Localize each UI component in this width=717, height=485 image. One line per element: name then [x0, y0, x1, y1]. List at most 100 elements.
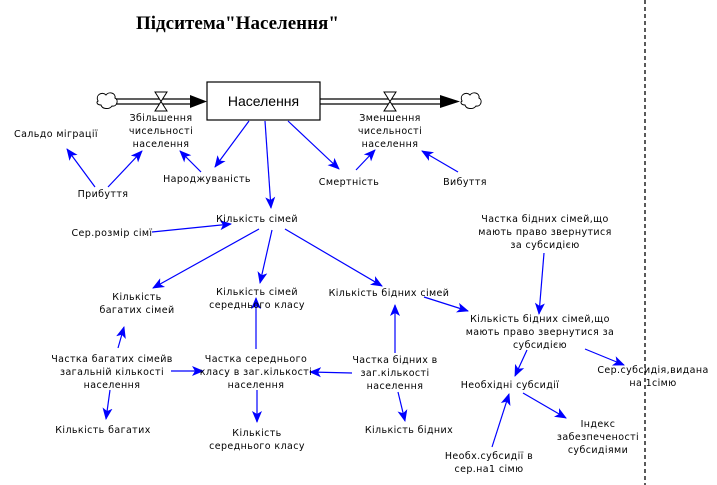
inflow-pipe[interactable]	[96, 91, 207, 112]
variable-kilkist-bidnykh[interactable]: Кількість бідних	[365, 425, 453, 436]
variable-label-line: Зменшення	[359, 113, 421, 124]
variable-label-line: населення	[367, 381, 424, 392]
variable-kilkist-bahatykh[interactable]: Кількість багатих	[55, 425, 150, 436]
causal-links	[66, 120, 625, 448]
variable-smertnist[interactable]: Смертність	[319, 177, 379, 188]
outflow-valve-icon[interactable]	[383, 91, 397, 112]
link-stock-to-narodzhuvanist[interactable]	[214, 120, 250, 168]
link-chastka-bahatykh-to-kilkist-bahatykh[interactable]	[102, 389, 113, 420]
sink-cloud-icon	[460, 92, 482, 109]
link-kilkist-simei-to-kilkist-bahatykh-simei[interactable]	[152, 228, 260, 289]
variable-label-line: Сер.субсидія,видана	[597, 365, 708, 376]
variable-label-line: Смертність	[319, 177, 379, 188]
variable-label-line: Частка бідних в	[352, 355, 437, 366]
variable-label-line: середнього класу	[209, 300, 305, 311]
variable-label-line: Кількість сімей	[216, 214, 298, 225]
link-stock-to-kilkist-simei[interactable]	[264, 120, 276, 209]
variable-label-line: населення	[228, 380, 285, 391]
variable-narodzhuvanist[interactable]: Народжуваність	[163, 174, 251, 185]
variable-label-line: Необхідні субсидії	[461, 380, 560, 391]
variable-label-line: сер.на1 сімю	[454, 464, 523, 475]
link-prybuttia-to-inflow[interactable]	[107, 150, 143, 188]
variable-label-line: Кількість бідних	[365, 425, 453, 436]
link-neobkh-na-simiu-to-neobkhidni-subsydii[interactable]	[491, 393, 511, 448]
link-neobkhidni-subsydii-to-indeks[interactable]	[522, 392, 567, 419]
diagram-title: Підситема"Населення"	[136, 13, 339, 34]
variable-chastka-bidnykh[interactable]: Частка бідних в заг.кількості населення	[352, 355, 437, 392]
link-chastka-bidnykh-to-chastka-serednoho[interactable]	[309, 367, 353, 378]
variable-vybuttia[interactable]: Вибуття	[443, 177, 487, 188]
variable-neobkhidni-subsydii[interactable]: Необхідні субсидії	[461, 380, 560, 391]
variable-prybuttia[interactable]: Прибуття	[78, 189, 129, 200]
variable-label-line: Прибуття	[78, 189, 129, 200]
link-stock-to-smertnist[interactable]	[287, 120, 340, 170]
variable-label-line: Кількість бідних сімей,що	[470, 314, 610, 325]
link-narodzhuvanist-to-inflow[interactable]	[179, 150, 202, 173]
variable-label-line: населення	[133, 139, 190, 150]
variable-label-line: Збільшення	[130, 113, 193, 124]
link-chastka-bahatykh-to-kilkist-bahatykh-simei[interactable]	[116, 326, 126, 349]
variable-label-line: Кількість бідних сімей	[329, 288, 450, 299]
variable-label-line: Частка середнього	[205, 354, 307, 365]
variable-chastka-serednoho[interactable]: Частка середнього класу в заг.кількості на…	[200, 354, 312, 391]
variable-outflow[interactable]: Зменшення чисельності населення	[358, 113, 422, 150]
variable-label-line: за субсидією	[510, 240, 579, 251]
link-prybuttia-to-saldo-migratsii[interactable]	[66, 148, 96, 188]
stock-population[interactable]: Населення	[206, 81, 321, 121]
link-chastka-bidnykh-pravo-to-kilkist-bidnykh-pravo[interactable]	[534, 252, 545, 315]
variable-label-line: населення	[362, 139, 419, 150]
link-kilkist-bidnykh-pravo-to-ser-subsydiia[interactable]	[584, 348, 625, 366]
variable-labels: Збільшення чисельності населення Зменшення ч…	[14, 113, 708, 475]
variable-label-line: заг.кількості	[360, 368, 429, 379]
variable-neobkh-na-simiu[interactable]: Необх.субсидії в сер.на1 сімю	[445, 451, 533, 475]
link-kilkist-simei-to-kilkist-bidnykh-simei[interactable]	[284, 228, 383, 287]
link-smertnist-to-outflow[interactable]	[355, 149, 376, 171]
variable-label-line: субсидіями	[568, 445, 628, 456]
variable-label-line: Частка бідних сімей,що	[481, 214, 608, 225]
variable-label-line: субсидією	[513, 340, 567, 351]
variable-indeks[interactable]: Індекс забезпеченості субсидіями	[557, 419, 639, 456]
variable-chastka-bidnykh-pravo[interactable]: Частка бідних сімей,що мають право зверну…	[478, 214, 611, 251]
variable-label-line: класу в заг.кількості	[200, 367, 312, 378]
variable-ser-subsydiia[interactable]: Сер.субсидія,видана на 1сімю	[597, 365, 708, 389]
variable-label-line: Кількість	[112, 292, 161, 303]
variable-label-line: чисельності	[129, 126, 193, 137]
variable-inflow[interactable]: Збільшення чисельності населення	[129, 113, 193, 150]
variable-kilkist-simei[interactable]: Кількість сімей	[216, 214, 298, 225]
link-kilkist-simei-to-kilkist-simei-serednoho[interactable]	[257, 229, 273, 284]
variable-saldo-migratsii[interactable]: Сальдо міграції	[14, 129, 98, 140]
variable-ser-rozmir-simi[interactable]: Сер.розмір сімї	[72, 228, 153, 239]
inflow-valve-icon[interactable]	[154, 91, 168, 112]
variable-label-line: забезпеченості	[557, 432, 639, 443]
variable-label-line: Необх.субсидії в	[445, 451, 533, 462]
variable-label-line: Кількість	[232, 428, 281, 439]
link-ser-rozmir-simi-to-kilkist-simei[interactable]	[151, 220, 232, 233]
variable-label-line: Сер.розмір сімї	[72, 228, 153, 239]
link-kilkist-bidnykh-simei-to-kilkist-bidnykh-pravo[interactable]	[423, 296, 469, 313]
variable-kilkist-bidnykh-pravo[interactable]: Кількість бідних сімей,що мають право зве…	[466, 314, 615, 351]
variable-label-line: Сальдо міграції	[14, 129, 98, 140]
variable-label-line: на 1сімю	[629, 378, 676, 389]
variable-label-line: Кількість сімей	[216, 287, 298, 298]
link-kilkist-bidnykh-pravo-to-neobkhidni-subsydii[interactable]	[514, 349, 528, 377]
variable-kilkist-bidnykh-simei[interactable]: Кількість бідних сімей	[329, 288, 450, 299]
variable-label-line: Кількість багатих	[55, 425, 150, 436]
variable-label-line: Частка багатих сімейв	[51, 354, 173, 365]
variable-label-line: мають право звернутися	[478, 227, 611, 238]
stock-label: Населення	[228, 93, 299, 109]
variable-kilkist-bahatykh-simei[interactable]: Кількість багатих сімей	[99, 292, 174, 316]
variable-kilkist-simei-serednoho[interactable]: Кількість сімей середнього класу	[209, 287, 305, 311]
variable-label-line: чисельності	[358, 126, 422, 137]
variable-label-line: багатих сімей	[99, 305, 174, 316]
variable-label-line: Індекс	[581, 419, 616, 430]
outflow-pipe[interactable]	[320, 91, 482, 112]
variable-label-line: Народжуваність	[163, 174, 251, 185]
variable-label-line: мають право звернутися за	[466, 327, 615, 338]
link-chastka-bidnykh-to-kilkist-bidnykh[interactable]	[397, 391, 408, 422]
link-vybuttia-to-outflow[interactable]	[421, 150, 459, 173]
source-cloud-icon	[96, 92, 118, 109]
variable-label-line: населення	[84, 380, 141, 391]
